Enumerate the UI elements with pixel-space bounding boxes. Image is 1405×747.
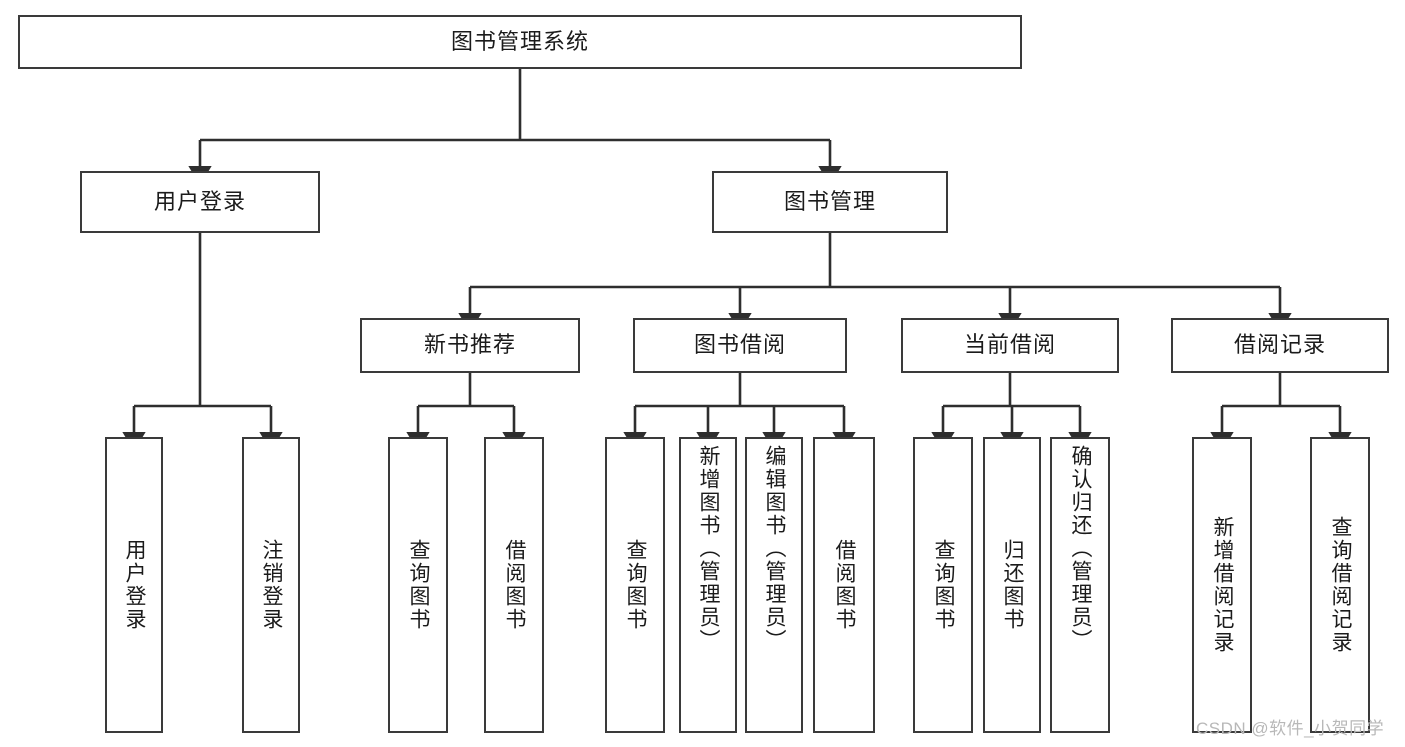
node-leaf-bo-query: 查询图书 [605,437,665,733]
node-label: 借阅图书 [502,539,526,631]
node-label: 新增图书（管理员） [696,445,720,652]
node-label: 当前借阅 [963,332,1056,358]
node-leaf-cu-return: 归还图书 [983,437,1041,733]
node-leaf-rc-add: 新增借阅记录 [1192,437,1252,733]
node-label: 新书推荐 [423,332,516,358]
node-leaf-bo-edit: 编辑图书（管理员） [745,437,803,733]
node-label: 确认归还（管理员） [1068,445,1092,652]
node-leaf-nb-borrow: 借阅图书 [484,437,544,733]
node-label: 查询借阅记录 [1328,516,1352,654]
node-label: 借阅图书 [832,539,856,631]
node-root: 图书管理系统 [18,15,1022,69]
node-current: 当前借阅 [901,318,1119,373]
node-label: 图书管理 [783,188,876,214]
connector-group [122,69,1352,452]
node-label: 用户登录 [153,188,246,214]
node-label: 图书借阅 [693,332,786,358]
node-borrow: 图书借阅 [633,318,847,373]
node-login: 用户登录 [80,171,320,233]
node-label: 图书管理系统 [450,28,589,54]
csdn-watermark: CSDN @软件_小贺同学 [1196,719,1385,738]
node-leaf-user-login: 用户登录 [105,437,163,733]
node-label: 查询图书 [406,539,430,631]
node-leaf-cu-query: 查询图书 [913,437,973,733]
node-leaf-bo-add: 新增图书（管理员） [679,437,737,733]
node-newbook: 新书推荐 [360,318,580,373]
node-records: 借阅记录 [1171,318,1389,373]
node-label: 查询图书 [931,539,955,631]
node-leaf-bo-borrow: 借阅图书 [813,437,875,733]
node-label: 新增借阅记录 [1210,516,1234,654]
node-leaf-cu-confirm: 确认归还（管理员） [1050,437,1110,733]
node-label: 注销登录 [259,539,283,631]
node-label: 用户登录 [122,539,146,631]
node-label: 归还图书 [1000,539,1024,631]
node-bookmgmt: 图书管理 [712,171,948,233]
node-label: 编辑图书（管理员） [762,445,786,652]
node-label: 查询图书 [623,539,647,631]
node-leaf-user-logout: 注销登录 [242,437,300,733]
node-leaf-rc-query: 查询借阅记录 [1310,437,1370,733]
node-leaf-nb-query: 查询图书 [388,437,448,733]
node-label: 借阅记录 [1233,332,1326,358]
